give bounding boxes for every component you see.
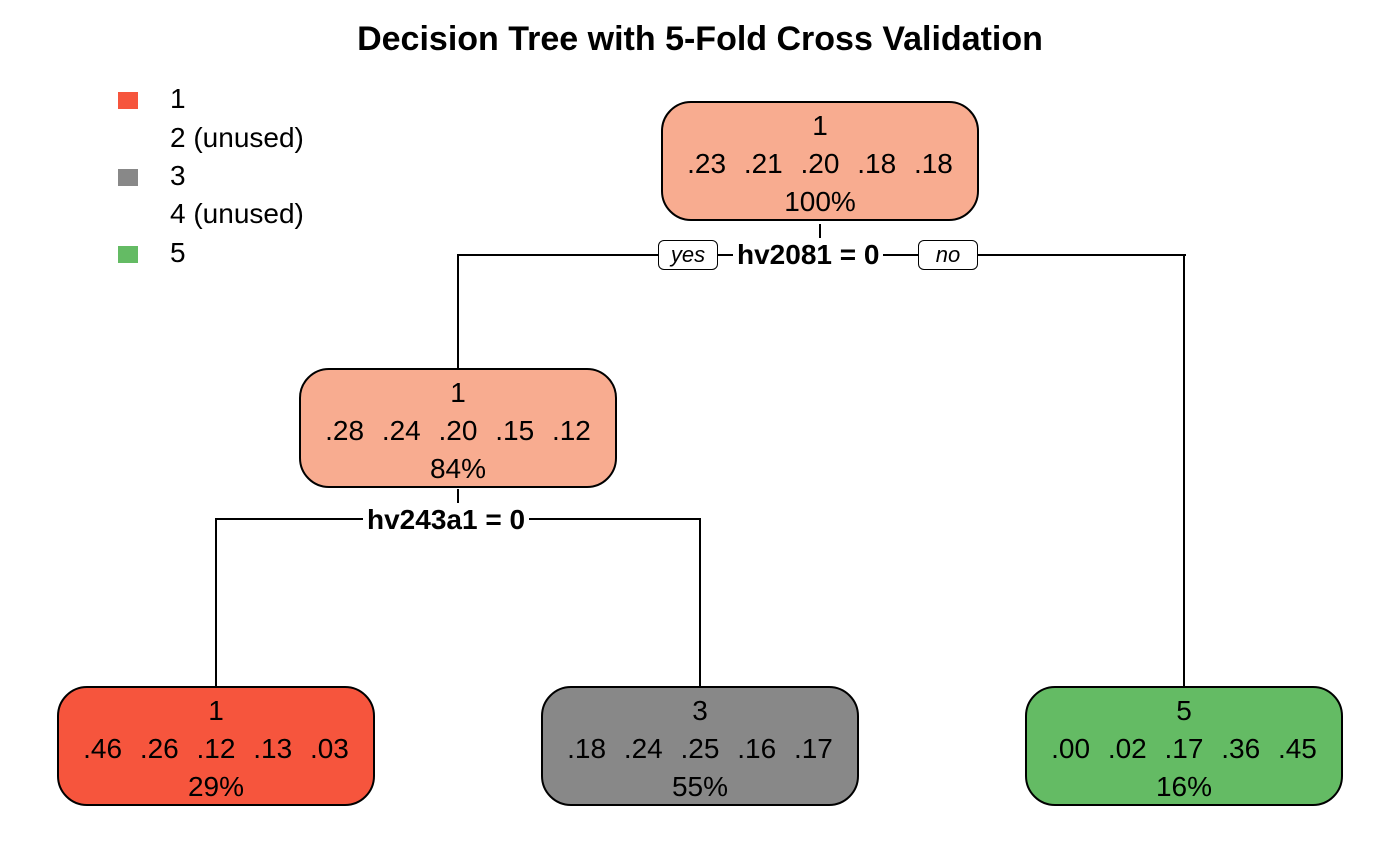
leaf-class-1: 1 .46 .26 .12 .13 .03 29%: [57, 686, 375, 806]
legend-label-1: 1: [170, 83, 186, 114]
legend-label-2: 2 (unused): [170, 122, 304, 153]
legend-swatch-1: [118, 92, 138, 109]
node-left-class: 1: [450, 377, 466, 408]
leaf-a-probs: .46 .26 .12 .13 .03: [83, 733, 349, 764]
legend-label-4: 4 (unused): [170, 198, 304, 229]
leaf-c-class: 5: [1176, 695, 1192, 726]
node-root-percent: 100%: [784, 186, 856, 217]
edge-left-to-leaf-b: [699, 518, 701, 686]
node-root-class: 1: [812, 110, 828, 141]
leaf-b-class: 3: [692, 695, 708, 726]
node-root-probs: .23 .21 .20 .18 .18: [687, 148, 953, 179]
node-left-probs: .28 .24 .20 .15 .12: [325, 415, 591, 446]
no-tag: no: [918, 240, 978, 270]
leaf-a-class: 1: [208, 695, 224, 726]
leaf-class-5: 5 .00 .02 .17 .36 .45 16%: [1025, 686, 1343, 806]
chart-title: Decision Tree with 5-Fold Cross Validati…: [357, 20, 1043, 58]
legend-label-3: 3: [170, 160, 186, 191]
node-root: 1 .23 .21 .20 .18 .18 100%: [661, 101, 979, 221]
node-left: 1 .28 .24 .20 .15 .12 84%: [299, 368, 617, 488]
node-left-percent: 84%: [429, 453, 487, 484]
split-label-left: hv243a1 = 0: [363, 503, 530, 537]
leaf-b-percent: 55%: [671, 771, 729, 802]
legend-label-5: 5: [170, 237, 186, 268]
edge-root-to-leaf-c: [1183, 254, 1185, 686]
yes-tag: yes: [658, 240, 718, 270]
legend-swatch-3: [118, 169, 138, 186]
legend-swatch-5: [118, 246, 138, 263]
leaf-a-percent: 29%: [187, 771, 245, 802]
leaf-b-probs: .18 .24 .25 .16 .17: [567, 733, 833, 764]
leaf-c-probs: .00 .02 .17 .36 .45: [1051, 733, 1317, 764]
leaf-class-3: 3 .18 .24 .25 .16 .17 55%: [541, 686, 859, 806]
leaf-c-percent: 16%: [1155, 771, 1213, 802]
split-label-root: hv2081 = 0: [733, 238, 884, 272]
edge-root-to-left: [457, 254, 459, 368]
edge-left-to-leaf-a: [215, 518, 217, 686]
